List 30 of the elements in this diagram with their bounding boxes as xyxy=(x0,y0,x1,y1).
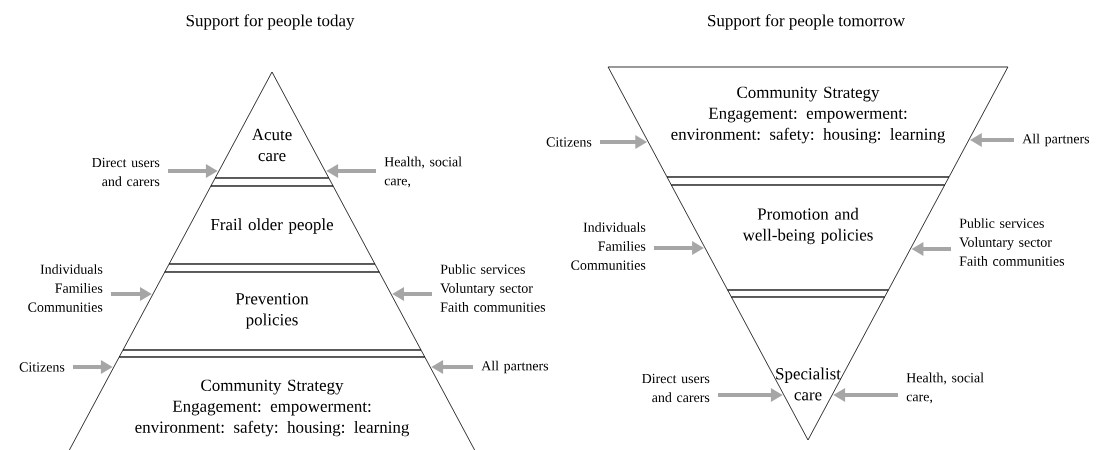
pyramid-band xyxy=(122,271,422,351)
pyramid-band xyxy=(168,185,376,265)
side-label: All partners xyxy=(481,360,549,374)
heading: Support for people today xyxy=(186,14,355,30)
pyramid-band xyxy=(214,71,330,179)
side-label: Citizens xyxy=(546,137,592,147)
side-label: Public services Voluntary sector Faith communities xyxy=(959,218,1065,266)
band-text: Engagement: empowerment: environment: safety: housing: learning xyxy=(671,107,946,144)
side-label: Health, social care, xyxy=(906,372,984,404)
side-label: Direct users and carers xyxy=(92,157,160,187)
pyramid-band xyxy=(607,66,1009,178)
band-text: Community Strategy xyxy=(737,86,880,102)
heading: Support for people tomorrow xyxy=(708,14,905,30)
band-text: Prevention policies xyxy=(235,293,309,329)
side-label: Citizens xyxy=(19,362,65,372)
side-label: Individuals Families Communities xyxy=(571,222,646,270)
band-text: Frail older people xyxy=(210,218,334,234)
band-text: Promotion and well-being policies xyxy=(742,207,873,245)
pyramid-band xyxy=(69,356,475,450)
side-label: Individuals Families Communities xyxy=(28,264,103,312)
side-label: All partners xyxy=(1022,133,1090,147)
band-text: Community Strategy xyxy=(201,379,344,395)
side-label: Health, social care, xyxy=(384,156,462,188)
side-label: Public services Voluntary sector Faith communities xyxy=(440,264,546,312)
pyramid-band xyxy=(670,184,946,291)
band-text: Specialist care xyxy=(776,367,841,401)
band-text: Engagement: empowerment: environment: safety: housing: learning xyxy=(135,400,410,437)
side-label: Direct users and carers xyxy=(642,373,710,403)
pyramid-band xyxy=(731,296,885,441)
band-text: Acute care xyxy=(251,128,292,162)
